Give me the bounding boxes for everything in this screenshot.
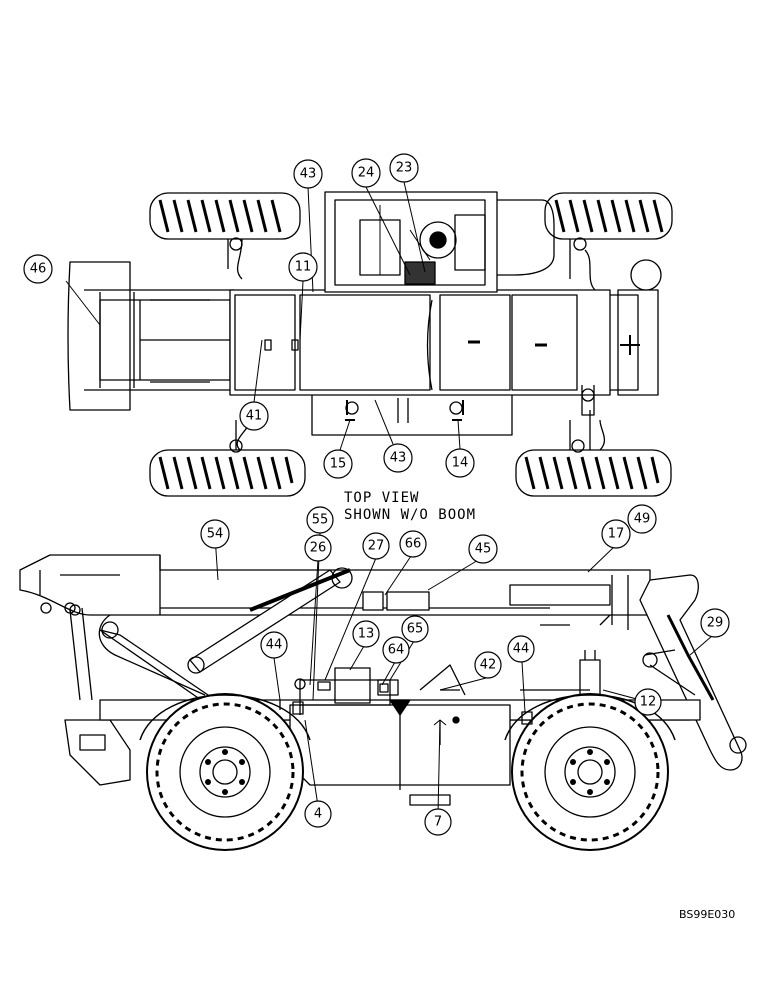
svg-text:43: 43 — [300, 167, 317, 182]
svg-text:4: 4 — [314, 807, 322, 822]
svg-text:49: 49 — [634, 512, 651, 527]
callout-44-left: 44 — [260, 631, 288, 659]
svg-text:27: 27 — [368, 539, 385, 554]
top-view-drawing — [67, 191, 673, 497]
callout-17: 17 — [601, 519, 631, 549]
callout-46: 46 — [23, 254, 53, 284]
callout-55: 55 — [306, 506, 334, 534]
view-label-line-2: SHOWN W/O BOOM — [344, 507, 476, 523]
callout-13: 13 — [352, 620, 380, 648]
svg-text:44: 44 — [513, 642, 530, 657]
svg-text:41: 41 — [246, 409, 263, 424]
top-right-front-tire — [544, 192, 673, 240]
svg-text:13: 13 — [358, 627, 375, 642]
callout-42: 42 — [474, 651, 502, 679]
leader-lines — [65, 181, 713, 815]
callout-64: 64 — [382, 636, 410, 664]
callout-43-bottom: 43 — [383, 443, 413, 473]
callout-24: 24 — [351, 158, 381, 188]
callout-11: 11 — [288, 252, 318, 282]
svg-text:46: 46 — [30, 262, 47, 277]
callout-23: 23 — [389, 153, 419, 183]
svg-text:64: 64 — [388, 643, 405, 658]
callout-26: 26 — [304, 534, 332, 562]
callout-27: 27 — [362, 532, 390, 560]
svg-text:66: 66 — [405, 537, 422, 552]
callout-66: 66 — [399, 530, 427, 558]
side-view-drawing — [19, 554, 747, 851]
svg-text:11: 11 — [295, 260, 312, 275]
callout-14: 14 — [445, 448, 475, 478]
callout-45: 45 — [468, 534, 498, 564]
callout-65: 65 — [401, 615, 429, 643]
side-front-wheel — [511, 693, 669, 851]
view-label-line-1: TOP VIEW — [344, 490, 419, 506]
svg-text:17: 17 — [608, 527, 625, 542]
callout-7: 7 — [424, 808, 452, 836]
callout-4: 4 — [304, 800, 332, 828]
side-rear-wheel — [146, 693, 304, 851]
callout-54: 54 — [200, 519, 230, 549]
svg-text:43: 43 — [390, 451, 407, 466]
svg-text:44: 44 — [266, 638, 283, 653]
svg-text:42: 42 — [480, 658, 497, 673]
svg-text:23: 23 — [396, 161, 413, 176]
blank-callout-circle — [630, 259, 662, 291]
callout-43-top: 43 — [293, 159, 323, 189]
svg-text:14: 14 — [452, 456, 469, 471]
callout-29: 29 — [700, 608, 730, 638]
svg-text:65: 65 — [407, 622, 424, 637]
top-right-front-tire-lower — [515, 449, 672, 497]
drawing-number: BS99E030 — [679, 908, 735, 921]
svg-text:24: 24 — [358, 166, 375, 181]
top-left-rear-tire-lower — [149, 449, 306, 497]
svg-text:45: 45 — [475, 542, 492, 557]
svg-text:55: 55 — [312, 513, 329, 528]
svg-text:12: 12 — [640, 695, 657, 710]
callout-15: 15 — [323, 449, 353, 479]
svg-text:7: 7 — [434, 815, 442, 830]
callout-12: 12 — [634, 688, 662, 716]
callout-44-right: 44 — [507, 635, 535, 663]
top-left-rear-tire — [149, 192, 301, 240]
svg-text:15: 15 — [330, 457, 347, 472]
callout-41: 41 — [239, 401, 269, 431]
callout-49: 49 — [627, 504, 657, 534]
svg-text:54: 54 — [207, 527, 224, 542]
svg-text:26: 26 — [310, 541, 327, 556]
svg-text:29: 29 — [707, 616, 724, 631]
